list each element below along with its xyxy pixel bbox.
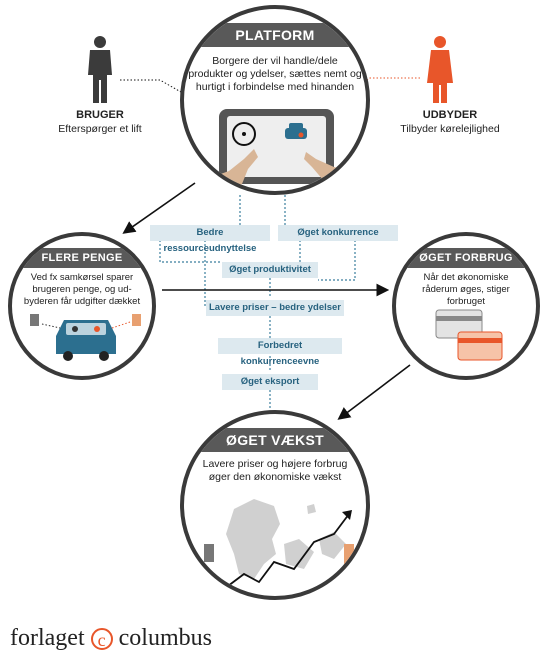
platform-circle: PLATFORM Borgere der vil handle/dele pro… (180, 5, 370, 195)
udbyder-title: UDBYDER (422, 109, 478, 121)
bruger-title: BRUGER (76, 109, 124, 121)
arrow-forbrug-to-vaekst (337, 364, 411, 420)
tablet (219, 109, 334, 184)
logo-text-left: forlaget (10, 625, 85, 651)
udbyder-label: UDBYDER Tilbyder kørelejlighed (380, 108, 520, 136)
logo-mark-icon: c (90, 628, 113, 651)
label-priser: Lavere priser – bedre ydelser (206, 300, 344, 316)
label-konkurrence: Øget konkurrence (278, 225, 398, 241)
udbyder-subtitle: Tilbyder kørelejlighed (400, 123, 500, 135)
udbyder-person-icon (427, 36, 453, 103)
platform-title: PLATFORM (184, 23, 366, 47)
logo-text-right: columbus (118, 625, 212, 651)
oget-vaekst-title: ØGET VÆKST (184, 428, 366, 452)
flere-penge-title: FLERE PENGE (12, 248, 152, 268)
car-icon (30, 314, 141, 361)
oget-forbrug-text: Når det økonomiske råderum øges, stiger … (422, 272, 510, 307)
bruger-pointer (120, 79, 239, 126)
bruger-label: BRUGER Efterspørger et lift (30, 108, 170, 136)
label-produktivitet: Øget produktivitet (222, 262, 318, 278)
label-eksport: Øget eksport (222, 374, 318, 390)
label-ressource: Bedre ressourceudnyttelse (150, 225, 270, 254)
tablet-icons (184, 122, 366, 191)
udbyder-pointer (299, 77, 420, 129)
denmark-map-icon (204, 499, 354, 590)
oget-vaekst-text: Lavere priser og højere forbrug øger den… (202, 458, 348, 483)
oget-forbrug-circle: ØGET FORBRUG Når det økonomiske råderum … (392, 232, 540, 380)
platform-text: Borgere der vil handle/dele produkter og… (188, 55, 362, 93)
dotted-link (318, 240, 356, 281)
oget-vaekst-circle: ØGET VÆKST Lavere priser og højere forbr… (180, 410, 370, 600)
bruger-subtitle: Efterspørger et lift (58, 123, 142, 135)
flere-penge-circle: FLERE PENGE Ved fx samkørsel sparer brug… (8, 232, 156, 380)
flere-penge-text: Ved fx samkørsel sparer brugeren penge, … (23, 272, 141, 307)
bruger-person-icon (88, 36, 112, 103)
arrow-platform-to-penge (122, 182, 196, 234)
oget-forbrug-title: ØGET FORBRUG (396, 248, 536, 268)
credit-card-icon (435, 309, 503, 361)
label-konkurrenceevne: Forbedret konkurrenceevne (218, 338, 342, 367)
logo: forlaget c columbus (10, 625, 310, 655)
dotted-link (159, 240, 222, 263)
